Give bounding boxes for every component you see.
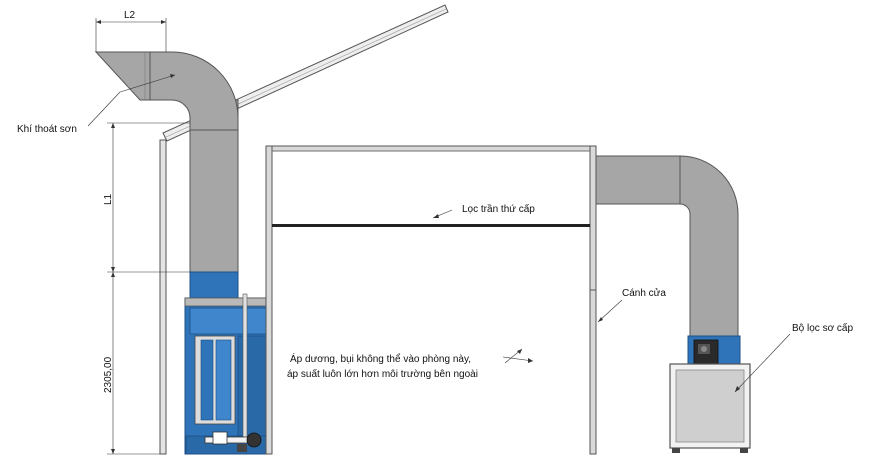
label-positive-pressure: Áp dương, bụi không thể vào phòng này, á… [287, 348, 534, 380]
exhaust-duct [94, 51, 239, 301]
dimension-l1: L1 [103, 122, 190, 273]
label-exhaust: Khí thoát sơn [17, 74, 176, 135]
booth-frame [265, 145, 597, 455]
exhaust-label: Khí thoát sơn [17, 124, 77, 135]
label-ceiling-filter: Lọc trần thứ cấp [432, 203, 535, 219]
dimension-height: 2305,00 [103, 272, 160, 455]
pump-icon [204, 431, 262, 452]
pressure-text-line1: Áp dương, bụi không thể vào phòng này, [290, 352, 471, 365]
dimension-l2: L2 [95, 10, 167, 52]
dim-height-label: 2305,00 [103, 356, 114, 393]
door-label: Cánh cửa [622, 287, 666, 299]
label-primary-filter: Bộ lọc sơ cấp [734, 322, 853, 393]
label-door: Cánh cửa [597, 287, 666, 323]
blue-paint-unit [184, 293, 272, 455]
primary-filter-box [669, 363, 751, 453]
pressure-text-line2: áp suất luôn lớn hơn môi trường bên ngoà… [287, 368, 478, 380]
primary-filter-label: Bộ lọc sơ cấp [792, 322, 853, 334]
dim-l2-label: L2 [124, 10, 136, 21]
fan-motor-icon [693, 339, 719, 365]
ceiling-filter-label: Lọc trần thứ cấp [462, 203, 535, 215]
supply-duct [595, 155, 741, 367]
dim-l1-label: L1 [103, 193, 114, 205]
support-pole [159, 139, 167, 455]
